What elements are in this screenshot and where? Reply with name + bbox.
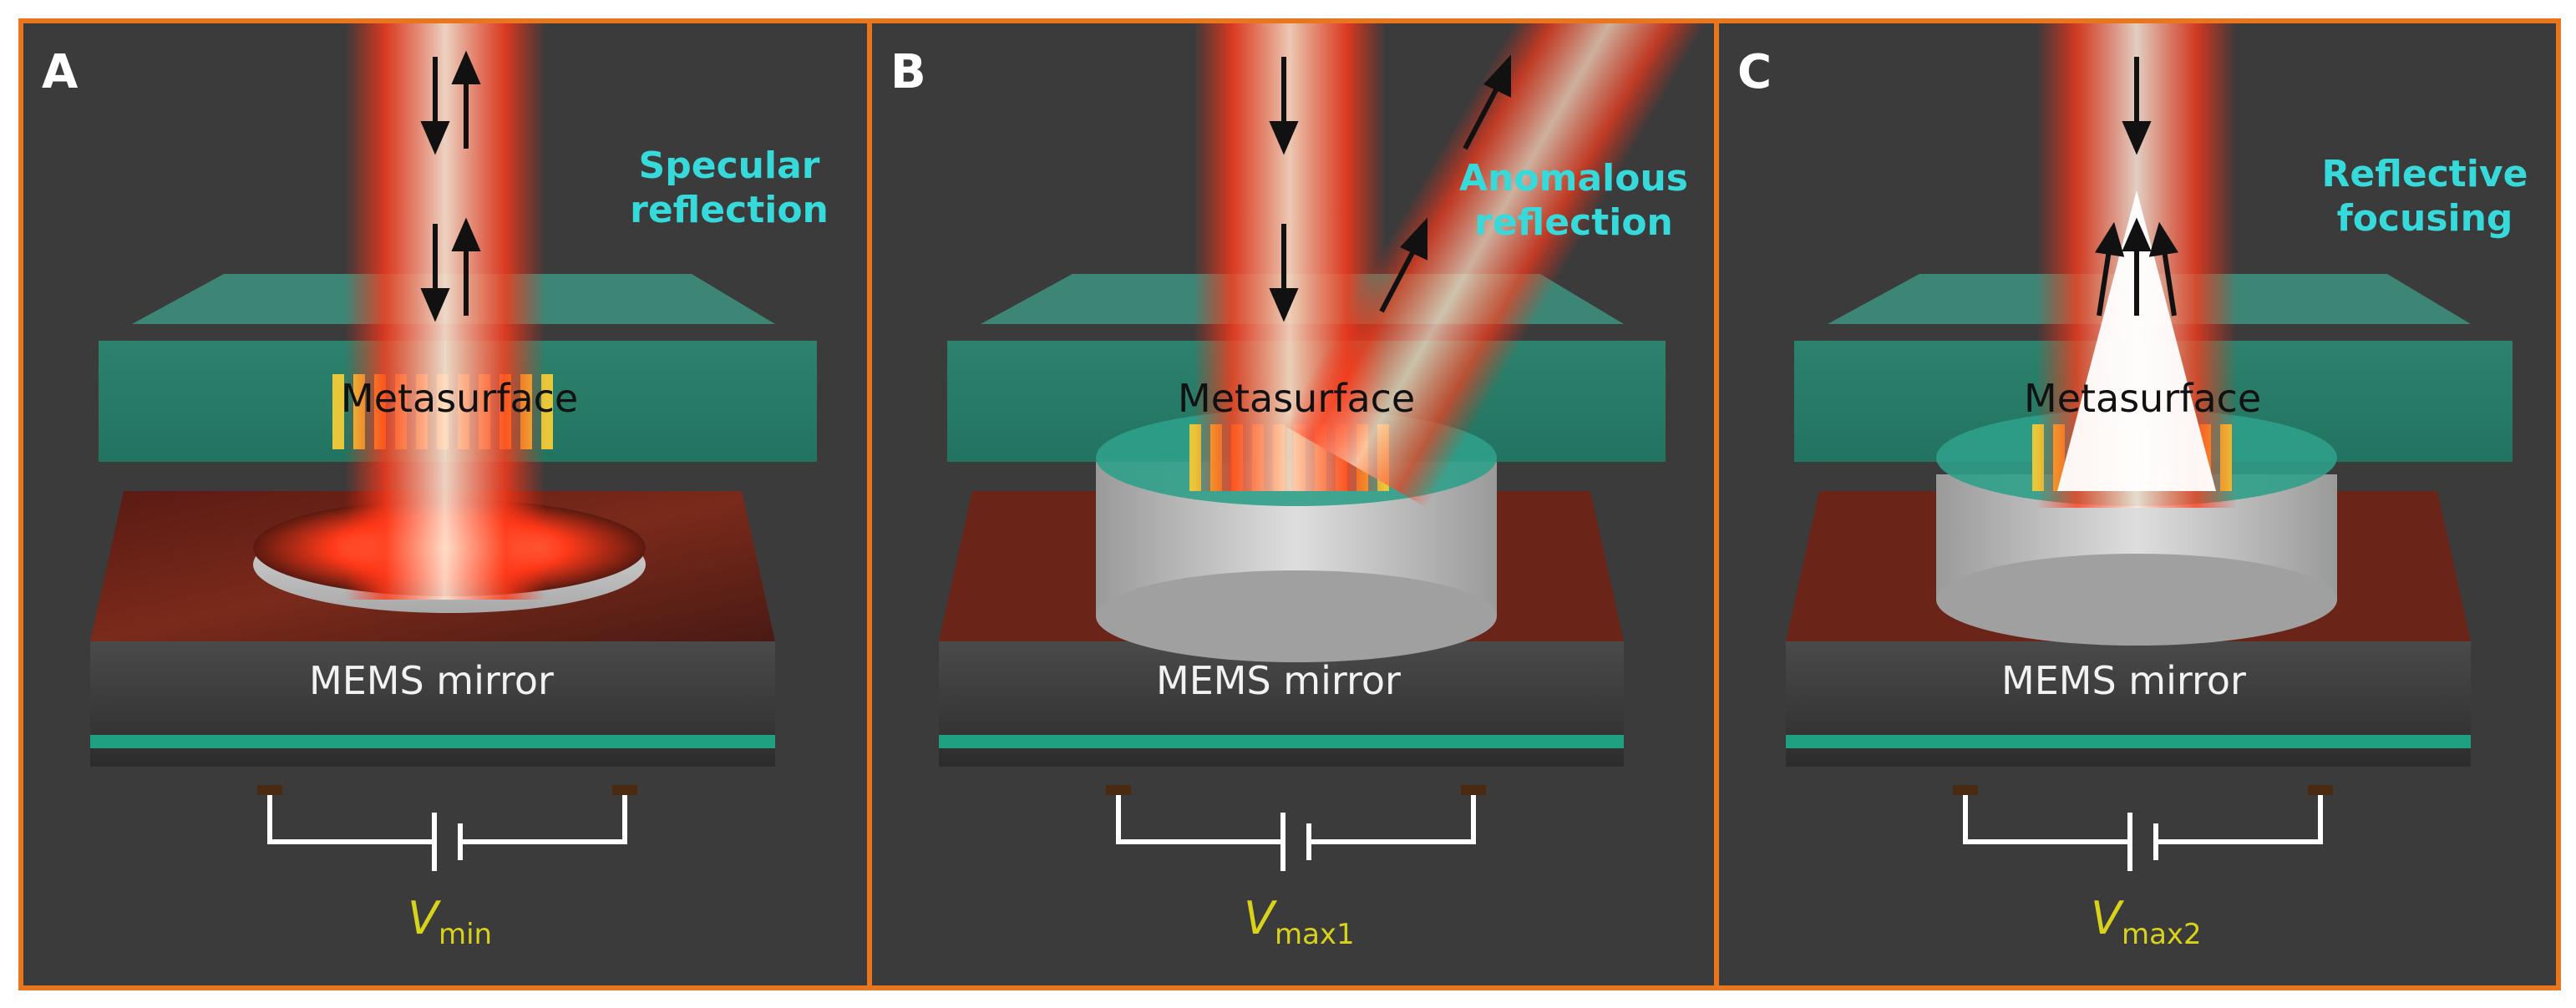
electrode-layer (939, 735, 1624, 748)
battery-symbol-icon (267, 795, 627, 871)
mirror-cylinder-base (1936, 554, 2337, 646)
reflected-beam (1281, 23, 1711, 508)
caption-line2: reflection (630, 188, 829, 231)
voltage-label: Vmax2 (2091, 892, 2202, 951)
mirror-cylinder-base (1096, 570, 1497, 662)
voltage-symbol: V (408, 892, 439, 945)
voltage-symbol: V (1244, 892, 1275, 945)
voltage-label: Vmin (408, 892, 492, 951)
caption-line1: Anomalous (1459, 157, 1688, 200)
left-contact (1106, 785, 1131, 795)
beam-arrows (1269, 54, 1511, 322)
metasurface-label: Metasurface (1178, 376, 1416, 421)
voltage-subscript: max1 (1274, 918, 1355, 951)
panel-c-caption: Reflective focusing (2304, 153, 2546, 241)
metasurface-label: Metasurface (2024, 376, 2262, 421)
panel-b-caption: Anomalous reflection (1440, 157, 1707, 246)
figure-frame: A Specular reflection Metasurface MEMS m… (18, 18, 2561, 990)
panel-b-illustration (939, 23, 1711, 871)
panel-c: C Reflective focusing Metasurface MEMS m… (1719, 23, 2556, 985)
panel-a-illustration (90, 23, 817, 871)
mems-mirror-label: MEMS mirror (1156, 658, 1401, 703)
battery-symbol-icon (1963, 795, 2323, 871)
caption-line1: Reflective (2321, 153, 2528, 195)
electrode-layer (1786, 735, 2471, 748)
beam-arrows (2095, 57, 2178, 317)
light-beam (345, 23, 545, 600)
caption-line2: reflection (1474, 200, 1673, 244)
beam-arrows (420, 50, 481, 322)
panel-divider (867, 23, 872, 985)
panel-a-letter: A (42, 45, 79, 99)
mems-mirror-label: MEMS mirror (2001, 658, 2246, 703)
mems-mirror-label: MEMS mirror (309, 658, 554, 703)
panel-b-letter: B (890, 45, 926, 99)
panel-b: B Anomalous reflection Metasurface MEMS … (872, 23, 1714, 985)
right-contact (2308, 785, 2333, 795)
left-contact (1953, 785, 1978, 795)
caption-line2: focusing (2336, 196, 2513, 240)
right-contact (1461, 785, 1486, 795)
panel-a-caption: Specular reflection (600, 144, 859, 233)
left-contact (257, 785, 282, 795)
electrode-layer (90, 735, 775, 748)
panel-c-illustration (1786, 23, 2513, 871)
right-contact (612, 785, 637, 795)
battery-symbol-icon (1116, 795, 1476, 871)
voltage-subscript: max2 (2121, 918, 2202, 951)
voltage-subscript: min (438, 918, 493, 951)
metasurface-label: Metasurface (341, 376, 579, 421)
panel-a: A Specular reflection Metasurface MEMS m… (23, 23, 867, 985)
caption-line1: Specular (638, 144, 820, 187)
focused-beam (2057, 190, 2216, 491)
voltage-label: Vmax1 (1244, 892, 1355, 951)
panel-c-letter: C (1737, 45, 1772, 99)
voltage-symbol: V (2091, 892, 2122, 945)
panel-divider (1714, 23, 1719, 985)
